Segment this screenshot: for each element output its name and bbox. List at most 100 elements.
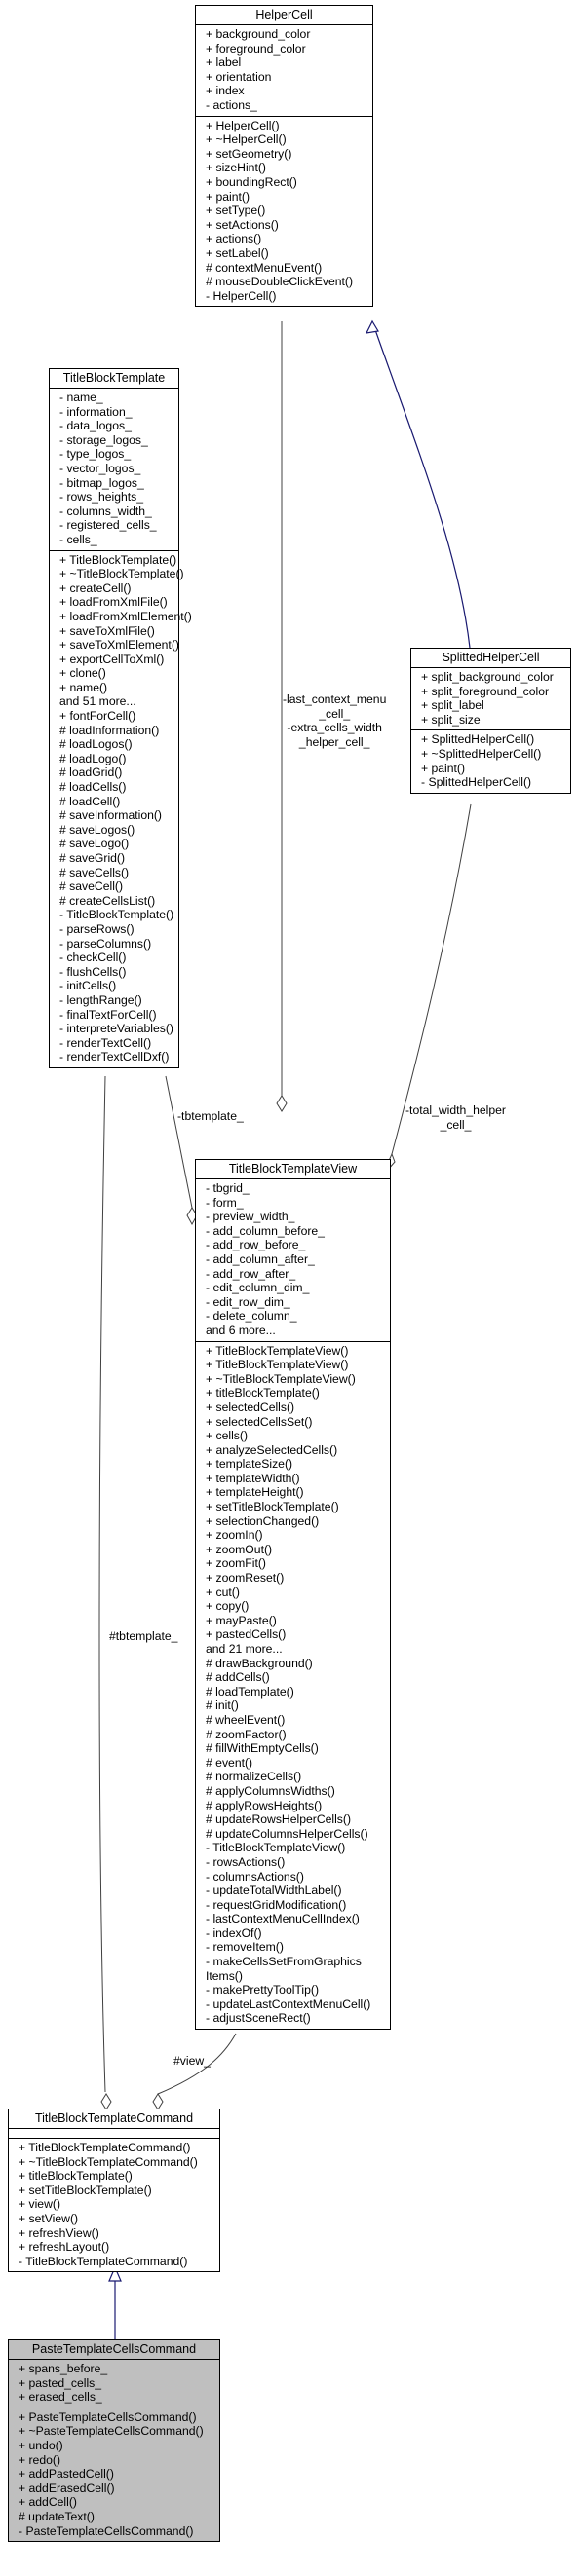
member-line: + sizeHint() xyxy=(206,161,266,175)
member-line: + TitleBlockTemplateCommand() xyxy=(19,2141,191,2154)
member-line: # loadTemplate() xyxy=(206,1684,294,1699)
member-line: + ~TitleBlockTemplateView() xyxy=(206,1371,356,1386)
member-line: - cells_ xyxy=(59,532,97,546)
member-line: - bitmap_logos_ xyxy=(59,475,144,490)
member-line: # updateText() xyxy=(19,2509,95,2523)
member-line: + orientation xyxy=(206,69,272,84)
member-line: # applyRowsHeights() xyxy=(206,1798,323,1812)
member-line: + templateSize() xyxy=(206,1457,293,1472)
member-line: - edit_row_dim_ xyxy=(206,1294,290,1309)
member-line: # contextMenuEvent() xyxy=(206,260,323,275)
member-line: - columns_width_ xyxy=(59,504,152,518)
member-line: + name() xyxy=(59,680,108,694)
member-line: - add_column_before_ xyxy=(206,1223,325,1238)
methods-section: + SplittedHelperCell()+ ~SplittedHelperC… xyxy=(411,730,570,792)
member-line: - type_logos_ xyxy=(59,447,132,462)
member-line: + zoomReset() xyxy=(206,1571,285,1586)
class-title-block-template[interactable]: TitleBlockTemplate - name_- information_… xyxy=(49,368,192,1068)
member-line: - information_ xyxy=(59,404,133,419)
member-line: + zoomFit() xyxy=(206,1556,266,1571)
member-line: - renderTextCell() xyxy=(59,1035,152,1050)
member-line: - makeCellsSetFromGraphics xyxy=(206,1955,362,1969)
member-line: + titleBlockTemplate() xyxy=(206,1386,320,1400)
member-line: # saveLogos() xyxy=(59,822,135,837)
member-line: and 51 more... xyxy=(59,694,136,709)
member-line: # loadLogo() xyxy=(59,751,127,765)
label-template-to-command: #tbtemplate_ xyxy=(109,1629,178,1643)
member-line: # init() xyxy=(206,1699,239,1713)
member-line: + setGeometry() xyxy=(206,146,292,161)
member-line: and 21 more... xyxy=(206,1642,283,1656)
member-line: + mayPaste() xyxy=(206,1613,277,1627)
member-line: - edit_column_dim_ xyxy=(206,1281,310,1295)
member-line: + TitleBlockTemplateView() xyxy=(206,1343,349,1358)
inheritance-arrowhead-helper xyxy=(365,319,379,334)
member-line: - TitleBlockTemplate() xyxy=(59,908,174,922)
member-line: # loadCells() xyxy=(59,780,127,795)
association-template-to-view-line xyxy=(165,1075,193,1209)
member-line: # loadCell() xyxy=(59,794,121,808)
member-line: # updateColumnsHelperCells() xyxy=(206,1826,368,1841)
methods-section: + TitleBlockTemplateView()+ TitleBlockTe… xyxy=(196,1342,390,2030)
class-title-block-template-command[interactable]: TitleBlockTemplateCommand + TitleBlockTe… xyxy=(8,2109,220,2273)
member-line: + setActions() xyxy=(206,217,279,232)
member-line: + actions() xyxy=(206,232,262,246)
member-line: - indexOf() xyxy=(206,1925,262,1940)
member-line: # saveLogo() xyxy=(59,837,130,851)
member-line: + TitleBlockTemplateView() xyxy=(206,1358,349,1372)
class-name: TitleBlockTemplateCommand xyxy=(9,2109,219,2129)
aggregation-diamond-template-command xyxy=(100,2093,112,2110)
member-line: - actions_ xyxy=(206,97,257,112)
member-line: + split_size xyxy=(421,712,481,727)
member-line: - SplittedHelperCell() xyxy=(421,775,532,790)
class-splitted-helper-cell[interactable]: SplittedHelperCell + split_background_co… xyxy=(410,648,571,794)
member-line: - updateTotalWidthLabel() xyxy=(206,1884,342,1898)
member-line: + SplittedHelperCell() xyxy=(421,732,535,747)
label-helper-to-view: -last_context_menu _cell_ -extra_cells_w… xyxy=(283,692,387,749)
member-line: + setTitleBlockTemplate() xyxy=(206,1500,339,1514)
member-line: # updateRowsHelperCells() xyxy=(206,1812,352,1827)
member-line: - tbgrid_ xyxy=(206,1181,250,1195)
member-line: # saveGrid() xyxy=(59,851,126,865)
member-line: + templateWidth() xyxy=(206,1471,300,1485)
member-line: - delete_column_ xyxy=(206,1309,297,1324)
methods-section: + TitleBlockTemplate()+ ~TitleBlockTempl… xyxy=(50,551,192,1067)
member-line: Items() xyxy=(206,1968,243,1983)
member-line: - vector_logos_ xyxy=(59,461,141,475)
class-title-block-template-view[interactable]: TitleBlockTemplateView - tbgrid_- form_ -… xyxy=(195,1159,391,2031)
association-view-to-command-line xyxy=(157,2033,237,2095)
member-line: # event() xyxy=(206,1755,253,1770)
member-line: # fillWithEmptyCells() xyxy=(206,1741,319,1756)
member-line: - form_ xyxy=(206,1195,244,1210)
member-line: # loadInformation() xyxy=(59,723,160,737)
class-helper-cell[interactable]: HelperCell + background_color+ foregroun… xyxy=(195,5,373,308)
member-line: + addCell() xyxy=(19,2495,77,2510)
methods-section: + TitleBlockTemplateCommand()+ ~TitleBlo… xyxy=(9,2139,219,2271)
member-line: - name_ xyxy=(59,391,103,404)
member-line: + zoomIn() xyxy=(206,1528,263,1543)
member-line: + refreshLayout() xyxy=(19,2240,110,2255)
member-line: + cells() xyxy=(206,1429,249,1443)
member-line: - renderTextCellDxf() xyxy=(59,1050,170,1064)
member-line: + view() xyxy=(19,2197,61,2212)
member-line: + TitleBlockTemplate() xyxy=(59,552,177,567)
association-splitted-to-view-line xyxy=(391,803,472,1155)
member-line: - rowsActions() xyxy=(206,1854,286,1869)
member-line: # normalizeCells() xyxy=(206,1770,302,1784)
member-line: + foreground_color xyxy=(206,41,306,56)
member-line: + index xyxy=(206,84,245,98)
member-line: + exportCellToXml() xyxy=(59,652,165,666)
member-line: - columnsActions() xyxy=(206,1869,304,1884)
member-line: + setTitleBlockTemplate() xyxy=(19,2183,152,2197)
class-name: TitleBlockTemplateView xyxy=(196,1160,390,1179)
member-line: - interpreteVariables() xyxy=(59,1022,173,1036)
member-line: - PasteTemplateCellsCommand() xyxy=(19,2523,194,2538)
class-name: TitleBlockTemplate xyxy=(50,369,178,389)
member-line: - rows_heights_ xyxy=(59,490,144,504)
class-paste-template-cells-command[interactable]: PasteTemplateCellsCommand + spans_before… xyxy=(8,2339,220,2543)
methods-section: + HelperCell()+ ~HelperCell()+ setGeomet… xyxy=(196,117,372,307)
member-line: + saveToXmlFile() xyxy=(59,623,155,638)
member-line: - parseColumns() xyxy=(59,936,152,951)
member-line: + selectedCells() xyxy=(206,1400,295,1414)
